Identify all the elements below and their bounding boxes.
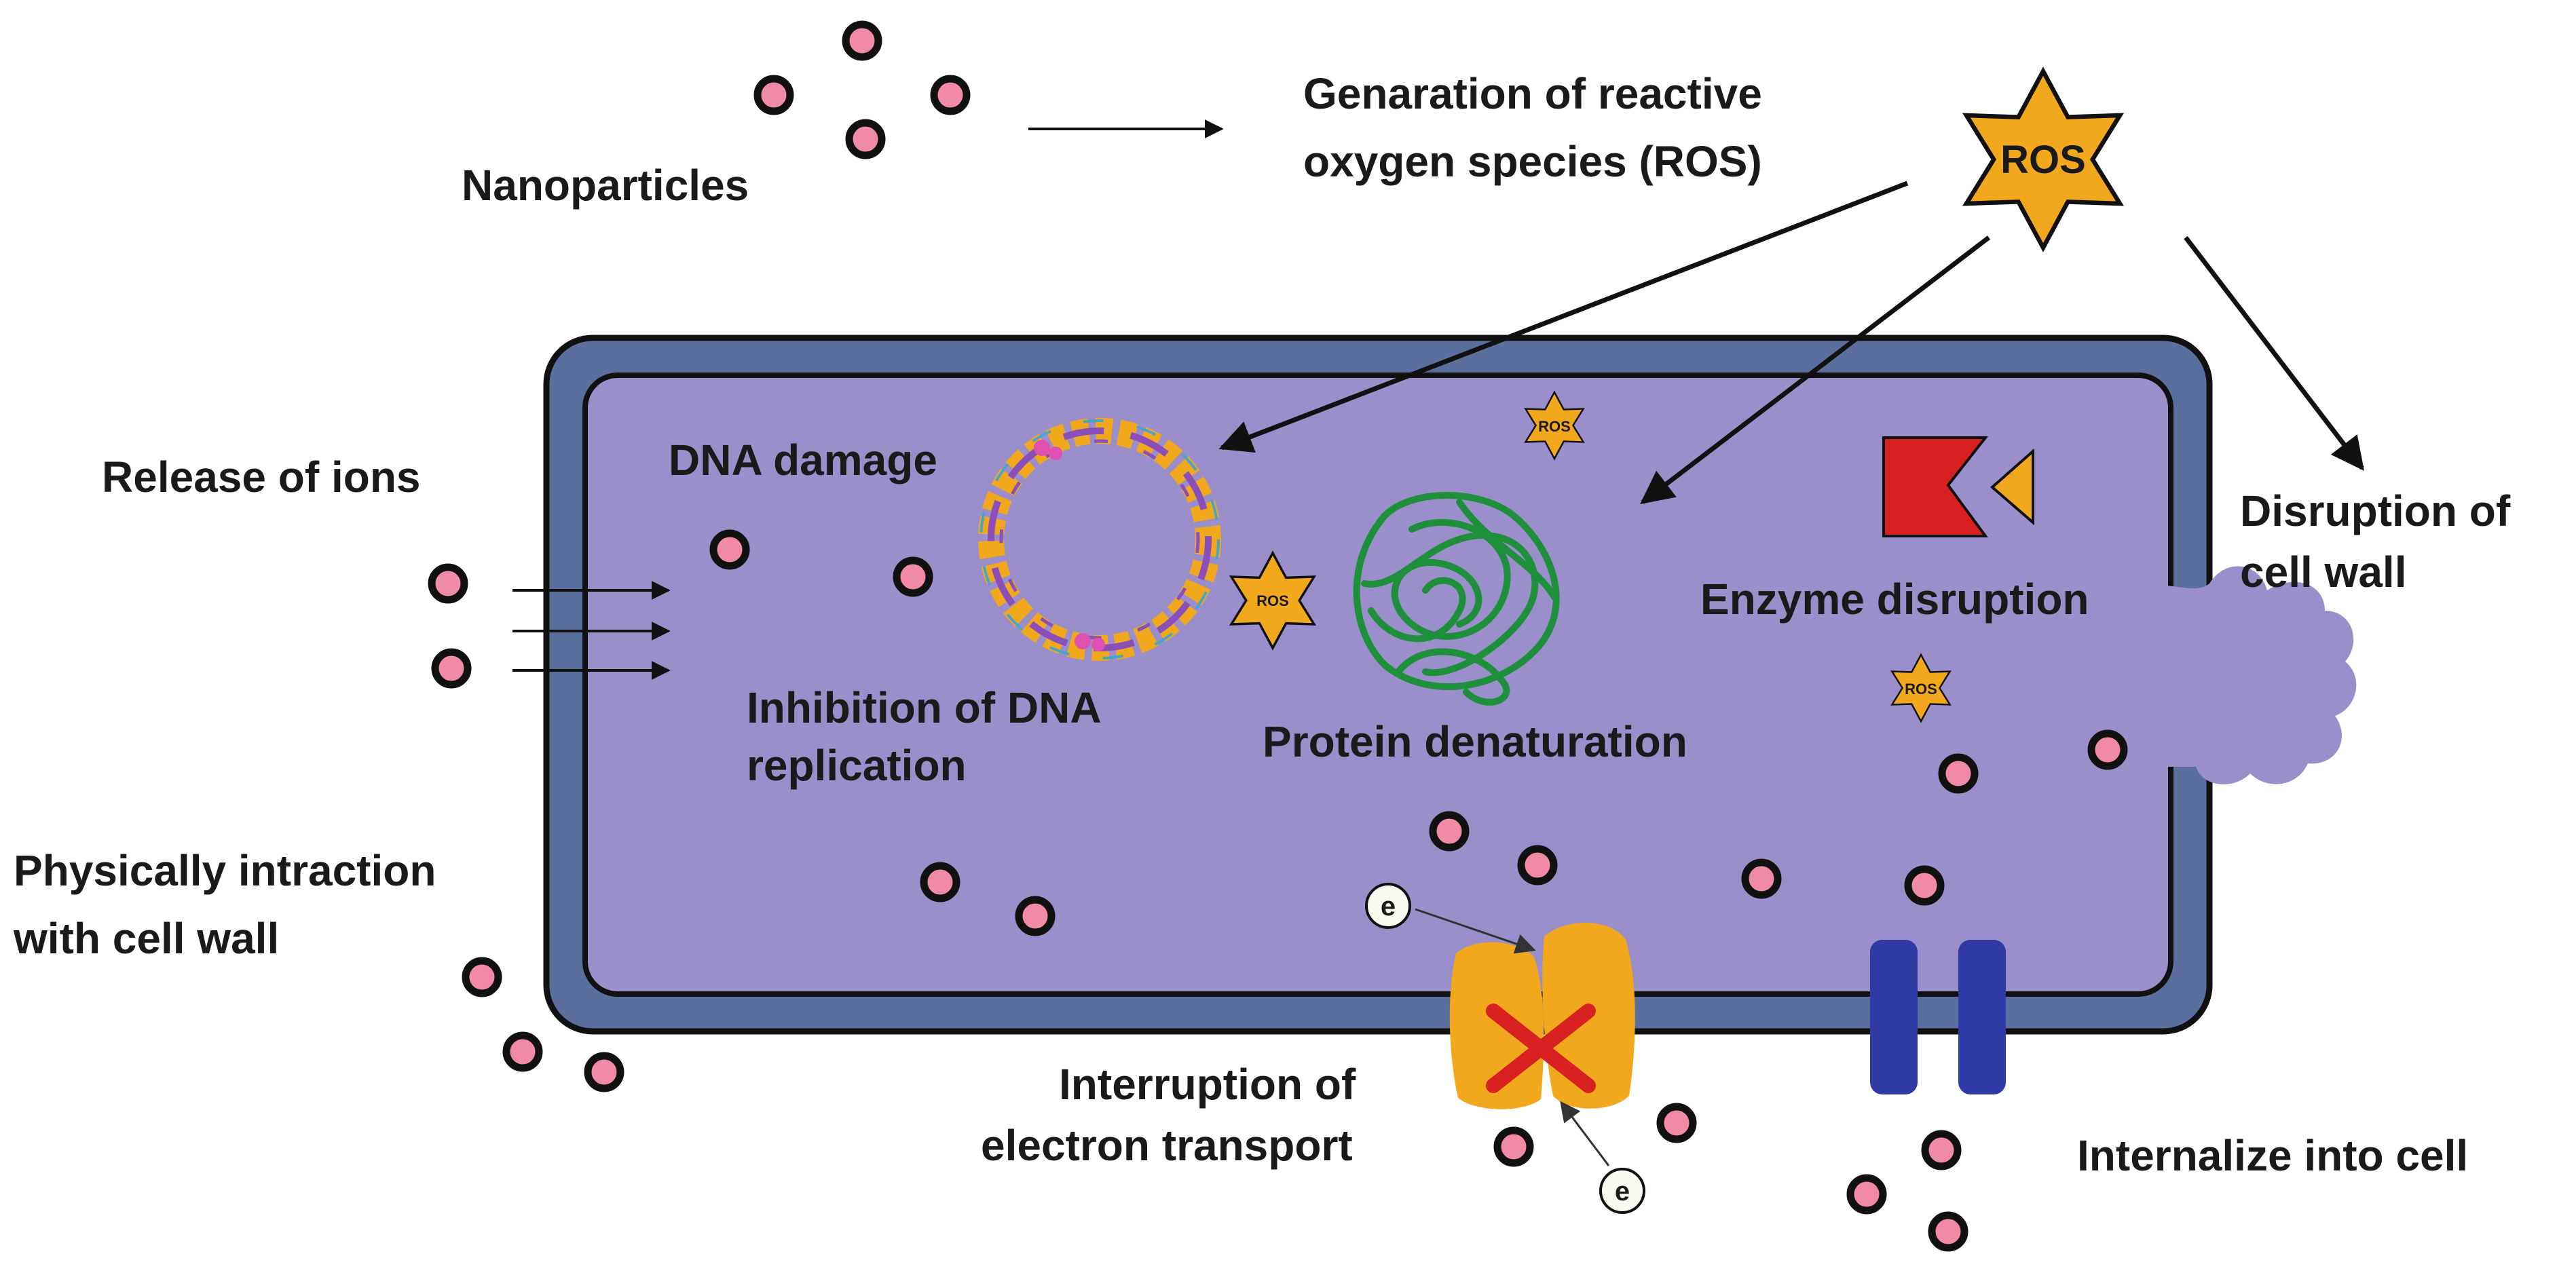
arrow-ros-to-protein (1640, 235, 1991, 504)
nanoparticle (1497, 1130, 1530, 1163)
electron-arrow-bottom (1560, 1101, 1610, 1166)
nanoparticle (849, 123, 882, 155)
nanoparticle (934, 79, 967, 111)
arrow-ros-to-cellwall (2184, 235, 2364, 471)
electron-top: e (1365, 883, 1411, 929)
label-protein-denaturation: Protein denaturation (1263, 717, 1687, 766)
svg-text:ROS: ROS (1538, 418, 1571, 435)
label-physical-line2: with cell wall (13, 914, 279, 963)
nanoparticle (924, 866, 956, 898)
arrow-ros-to-dna (1218, 180, 1909, 453)
svg-text:e: e (1381, 892, 1396, 921)
svg-text:ROS: ROS (1905, 681, 1937, 698)
electron-transport-protein (1449, 922, 1635, 1109)
svg-text:ROS: ROS (2000, 138, 2086, 182)
labels: Nanoparticles Genaration of reactive oxy… (13, 69, 2511, 1180)
nanoparticle (435, 652, 468, 685)
enzyme-icon (1882, 436, 2034, 537)
ros-star-small-3: ROS (1892, 655, 1949, 721)
label-ros-line2: oxygen species (ROS) (1303, 137, 1762, 186)
nanoparticle (506, 1035, 539, 1068)
nanoparticle (1850, 1178, 1883, 1211)
nanoparticle (432, 567, 464, 600)
nanoparticle (1660, 1107, 1693, 1139)
label-physical-line1: Physically intraction (14, 846, 436, 895)
nanoparticle (1433, 815, 1466, 847)
cell-wall-disruption (2138, 566, 2357, 785)
nanoparticle (1942, 757, 1975, 790)
label-disruption-line1: Disruption of (2240, 487, 2511, 535)
nanoparticle (1908, 869, 1941, 902)
nanoparticle (713, 533, 746, 566)
nanoparticle (588, 1056, 620, 1088)
label-inhibition-line2: replication (747, 741, 967, 790)
ros-star-small-2: ROS (1230, 552, 1315, 649)
nanoparticle (1925, 1134, 1958, 1166)
denatured-protein (1353, 492, 1560, 706)
label-dna-damage: DNA damage (669, 436, 937, 484)
label-nanoparticles: Nanoparticles (462, 161, 749, 210)
nanoparticle (758, 79, 790, 111)
dna-plasmid (978, 418, 1221, 661)
ros-star-small-1: ROS (1525, 392, 1583, 459)
label-inhibition-line1: Inhibition of DNA (747, 683, 1102, 732)
nanoparticle (846, 24, 878, 57)
label-disruption-line2: cell wall (2240, 548, 2406, 596)
svg-text:e: e (1615, 1177, 1630, 1206)
label-release-ions: Release of ions (102, 453, 421, 501)
nanoparticle (897, 560, 929, 593)
label-interruption-line1: Interruption of (1059, 1060, 1356, 1109)
nanoparticle (466, 961, 498, 993)
nanoparticle (1932, 1215, 1964, 1248)
label-internalize: Internalize into cell (2077, 1131, 2468, 1180)
label-enzyme-disruption: Enzyme disruption (1700, 575, 2089, 624)
arrows (512, 119, 2364, 680)
nanoparticle (1019, 900, 1051, 932)
label-ros-line1: Genaration of reactive (1303, 69, 1762, 118)
electron-bottom: e (1599, 1168, 1645, 1214)
svg-text:ROS: ROS (1256, 592, 1289, 609)
electron-arrow-top (1415, 908, 1536, 954)
nanoparticle (2091, 733, 2124, 766)
nanoparticle (1521, 849, 1554, 881)
label-interruption-line2: electron transport (981, 1121, 1353, 1170)
nanoparticle (1745, 862, 1778, 895)
membrane-channel (1870, 940, 2006, 1094)
ros-star-main: ROS (1966, 71, 2120, 248)
